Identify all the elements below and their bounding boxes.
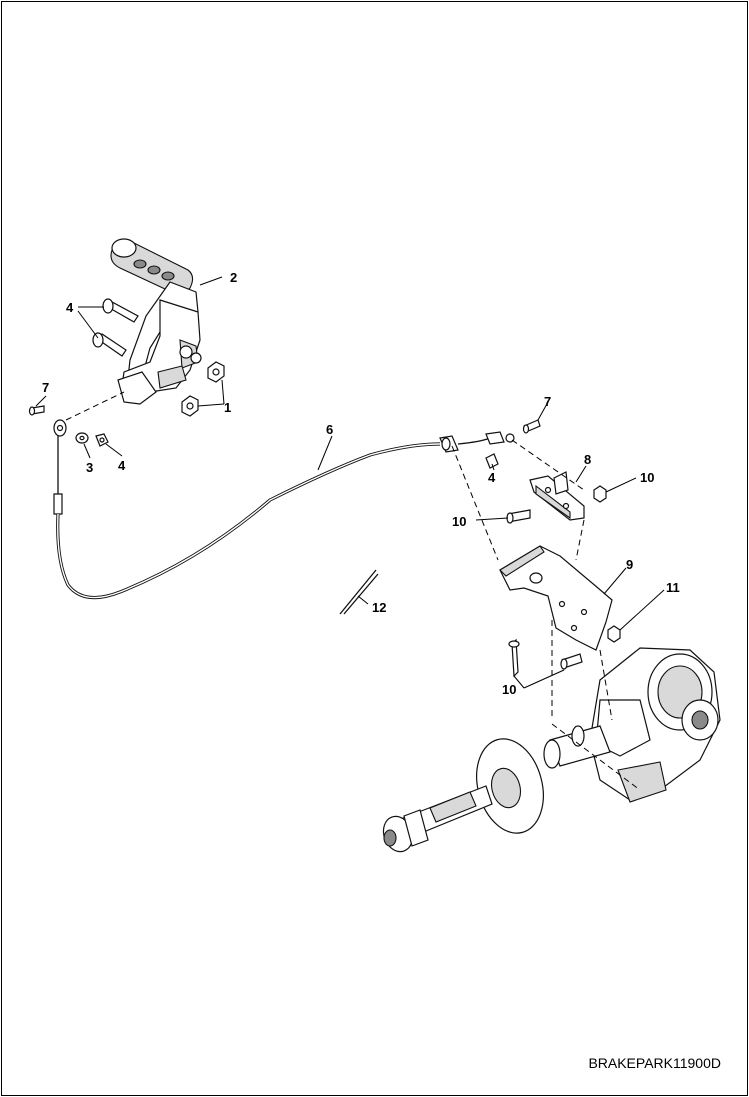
clip-4-right bbox=[485, 453, 499, 469]
callout-12: 12 bbox=[372, 600, 386, 615]
brake-disc bbox=[476, 738, 544, 834]
pin-7-right bbox=[522, 419, 541, 434]
leader-5b bbox=[77, 310, 99, 339]
leader-8 bbox=[575, 465, 587, 483]
nut-10-upper bbox=[593, 485, 607, 503]
leader-11 bbox=[619, 589, 665, 631]
assembly-line-bracket-gearbox-b bbox=[599, 649, 613, 721]
brake-cable bbox=[53, 419, 515, 600]
drive-shaft bbox=[382, 785, 493, 853]
leader-2 bbox=[199, 276, 223, 286]
bolt-5-upper bbox=[102, 298, 139, 323]
leader-1a bbox=[221, 379, 225, 405]
clip-4-left bbox=[95, 433, 109, 447]
leader-1b bbox=[197, 403, 225, 407]
nut-1-upper bbox=[207, 361, 225, 383]
leader-4b bbox=[491, 463, 495, 471]
leader-10c bbox=[513, 675, 525, 689]
callout-3: 3 bbox=[86, 460, 93, 475]
bolt-10-lower-b bbox=[560, 653, 583, 670]
callout-1: 1 bbox=[224, 400, 231, 415]
callout-5: 4 bbox=[66, 300, 74, 315]
nut-11 bbox=[607, 625, 621, 643]
callout-4-left: 4 bbox=[118, 458, 126, 473]
figure-code: BRAKEPARK11900D bbox=[588, 1055, 721, 1071]
leader-10a bbox=[605, 477, 637, 493]
callout-4-right: 4 bbox=[488, 470, 496, 485]
leader-7b bbox=[537, 401, 549, 421]
callout-10-upper: 10 bbox=[640, 470, 654, 485]
assembly-line-pin-bracket bbox=[511, 439, 585, 491]
callout-6: 6 bbox=[326, 422, 333, 437]
leader-7a bbox=[35, 395, 47, 407]
callout-10-lower: 10 bbox=[502, 682, 516, 697]
wire-12 bbox=[339, 569, 379, 615]
leader-10d bbox=[523, 669, 565, 689]
gearbox bbox=[543, 647, 721, 803]
callout-10-middle: 10 bbox=[452, 514, 466, 529]
bolt-10-middle bbox=[506, 509, 531, 524]
bolt-5-lower bbox=[92, 332, 127, 357]
callout-7-left: 7 bbox=[42, 380, 49, 395]
callout-8: 8 bbox=[584, 452, 591, 467]
leader-12 bbox=[357, 595, 369, 605]
leader-6 bbox=[317, 435, 333, 471]
assembly-line-gearbox bbox=[551, 723, 641, 791]
bracket-9 bbox=[499, 545, 613, 651]
leader-9 bbox=[603, 567, 627, 595]
assembly-line-bracket8-bracket9 bbox=[575, 519, 585, 561]
callout-9: 9 bbox=[626, 557, 633, 572]
assembly-line-lever-cable bbox=[65, 391, 125, 421]
leader-10b bbox=[475, 517, 509, 521]
callout-7-right: 7 bbox=[544, 394, 551, 409]
washer-3 bbox=[75, 432, 89, 444]
leader-3 bbox=[83, 443, 91, 459]
assembly-line-cable-bracket bbox=[451, 445, 499, 561]
brake-lever-assembly bbox=[110, 238, 202, 405]
nut-1-lower bbox=[181, 395, 199, 417]
callout-11: 11 bbox=[666, 580, 680, 595]
bracket-8 bbox=[529, 471, 585, 521]
bolt-10-lower-a bbox=[508, 638, 520, 678]
pin-7-left bbox=[28, 405, 45, 416]
callout-2: 2 bbox=[230, 270, 237, 285]
leader-4a bbox=[105, 443, 123, 457]
